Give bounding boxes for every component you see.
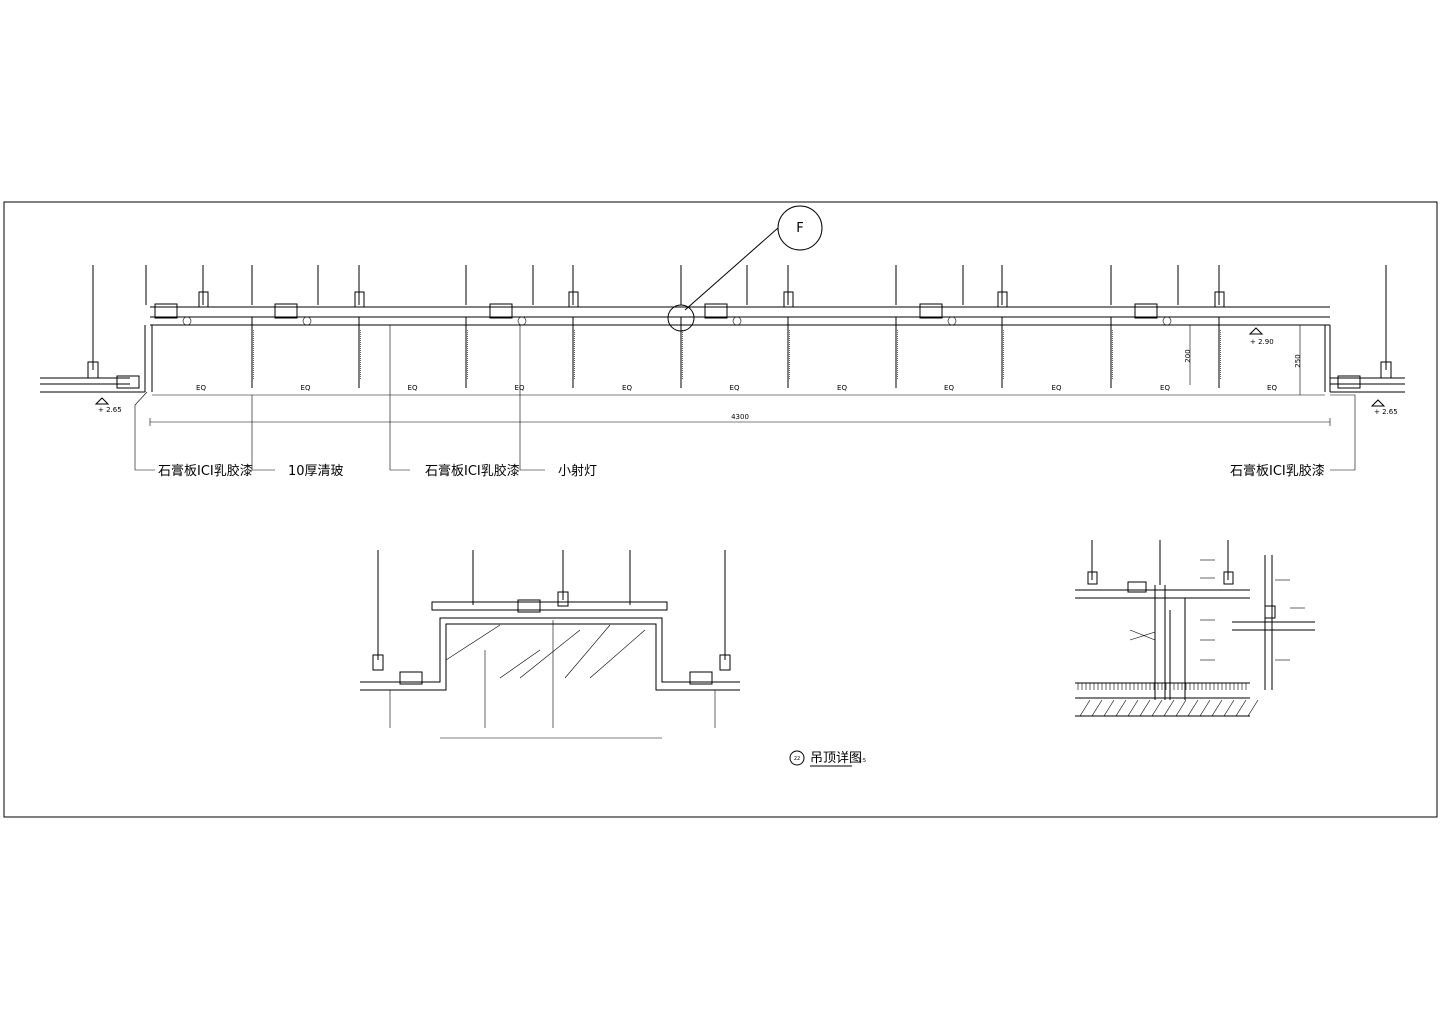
hatch-slash [1139,699,1151,717]
bay-label-eq: EQ [1052,384,1062,392]
level-mid: + 2.90 [1250,338,1274,346]
callout-gypsum-right: 石膏板ICI乳胶漆 [1230,463,1325,479]
level-left: + 2.65 [98,406,122,414]
wall-base-section [1075,540,1315,717]
ceiling-clamp [154,303,178,319]
hatch-slash [1235,699,1247,717]
bay-label-eq: EQ [1160,384,1170,392]
hatch-slash [1079,699,1091,717]
callout-leaders: 石膏板ICI乳胶漆 10厚清玻 石膏板ICI乳胶漆 小射灯 石膏板ICI乳胶漆 [134,325,1356,479]
ceiling-clamp [1134,303,1158,319]
grid-label: F [796,221,803,236]
ceiling-detail-section: 22 吊顶详图 1:5 [360,550,866,767]
hatch-slash [1151,699,1163,717]
dim-250: 250 [1294,354,1302,367]
callout-gypsum-mid: 石膏板ICI乳胶漆 [425,463,520,479]
dim-200: 200 [1184,349,1192,362]
hatch-slash [1175,699,1187,717]
spotlight-fixture [517,316,527,326]
spotlight-fixture [947,316,957,326]
hatch-slash [1199,699,1211,717]
hanger-clip [783,291,794,308]
hatch-slash [1211,699,1223,717]
bay-label-eq: EQ [837,384,847,392]
spotlight-fixture [732,316,742,326]
bay-label-eq: EQ [408,384,418,392]
hanger-clip [997,291,1008,308]
spotlight-fixture [182,316,192,326]
grid-bubble-f: F [667,205,823,332]
level-markers: + 2.65 + 2.90 + 2.65 [94,327,1398,416]
bay-label-eq: EQ [196,384,206,392]
hatch-slash [1127,699,1139,717]
ceiling-clamp [704,303,728,319]
detail-title: 吊顶详图 [810,751,862,766]
hanger-clip [354,291,365,308]
sheet-border [3,201,1438,818]
hanger-rods [145,265,1225,388]
ceiling-clamp [274,303,298,319]
total-width-dim: 4300 [731,413,749,421]
bay-label-eq: EQ [301,384,311,392]
hanger-clip [1214,291,1225,308]
hatch-slash [1223,699,1235,717]
spotlight-fixture [1162,316,1172,326]
bay-label-eq: EQ [730,384,740,392]
callout-glass: 10厚清玻 [288,464,344,479]
spotlight-fixture [302,316,312,326]
bay-label-eq: EQ [622,384,632,392]
bay-label-eq: EQ [944,384,954,392]
hatch-slash [1103,699,1115,717]
detail-scale: 1:5 [858,758,866,764]
ceiling-clamp [919,303,943,319]
level-right: + 2.65 [1374,408,1398,416]
hanger-clip [568,291,579,308]
ceiling-clamp [489,303,513,319]
ceiling-elevation: 4300 200 250 [40,306,1405,426]
hatch-slash [1115,699,1127,717]
detail-number: 22 [794,756,800,762]
floor-hatch [1077,683,1259,717]
hanger-clip [198,291,209,308]
side-hangers [87,265,1392,389]
bay-label-eq: EQ [1267,384,1277,392]
hatch-slash [1091,699,1103,717]
callout-gypsum-left: 石膏板ICI乳胶漆 [158,463,253,479]
callout-spotlight: 小射灯 [558,463,597,479]
hatch-slash [1247,699,1259,717]
hatch-slash [1187,699,1199,717]
hatch-slash [1163,699,1175,717]
